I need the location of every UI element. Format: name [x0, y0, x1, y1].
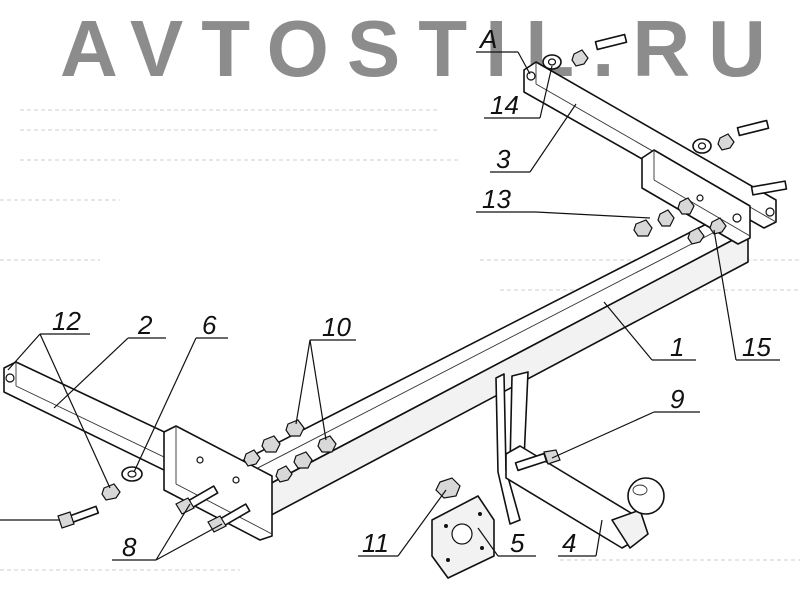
callout-4: 4 — [562, 528, 576, 558]
callout-13: 13 — [482, 184, 511, 214]
part-8-bolts — [175, 485, 251, 533]
part-13-14-fasteners — [542, 33, 788, 245]
callout-10: 10 — [322, 312, 351, 342]
callout-8: 8 — [122, 532, 137, 562]
part-12-fasteners — [57, 466, 143, 529]
callout-a: A — [478, 24, 497, 54]
part-4-hitch-arm — [505, 445, 665, 549]
callout-labels: A 14 3 13 15 1 9 12 2 6 10 11 5 4 8 — [52, 24, 771, 562]
part-10-nuts — [243, 419, 337, 483]
callout-5: 5 — [510, 528, 525, 558]
callout-15: 15 — [742, 332, 771, 362]
callout-2: 2 — [137, 310, 153, 340]
part-9-bolt — [514, 449, 561, 472]
callout-3: 3 — [496, 144, 511, 174]
callout-11: 11 — [362, 528, 389, 558]
callout-1: 1 — [670, 332, 684, 362]
part-11-nut — [435, 477, 461, 499]
watermark-text: AVTOSTIL.RU — [60, 4, 784, 93]
leader-lines — [0, 51, 780, 561]
part-1-cross-beam — [239, 211, 749, 521]
part-5-socket-bracket — [431, 371, 529, 579]
callout-12: 12 — [52, 306, 81, 336]
part-15-right-flange — [641, 149, 751, 245]
callout-14: 14 — [490, 90, 519, 120]
callout-9: 9 — [670, 384, 684, 414]
callout-6: 6 — [202, 310, 217, 340]
